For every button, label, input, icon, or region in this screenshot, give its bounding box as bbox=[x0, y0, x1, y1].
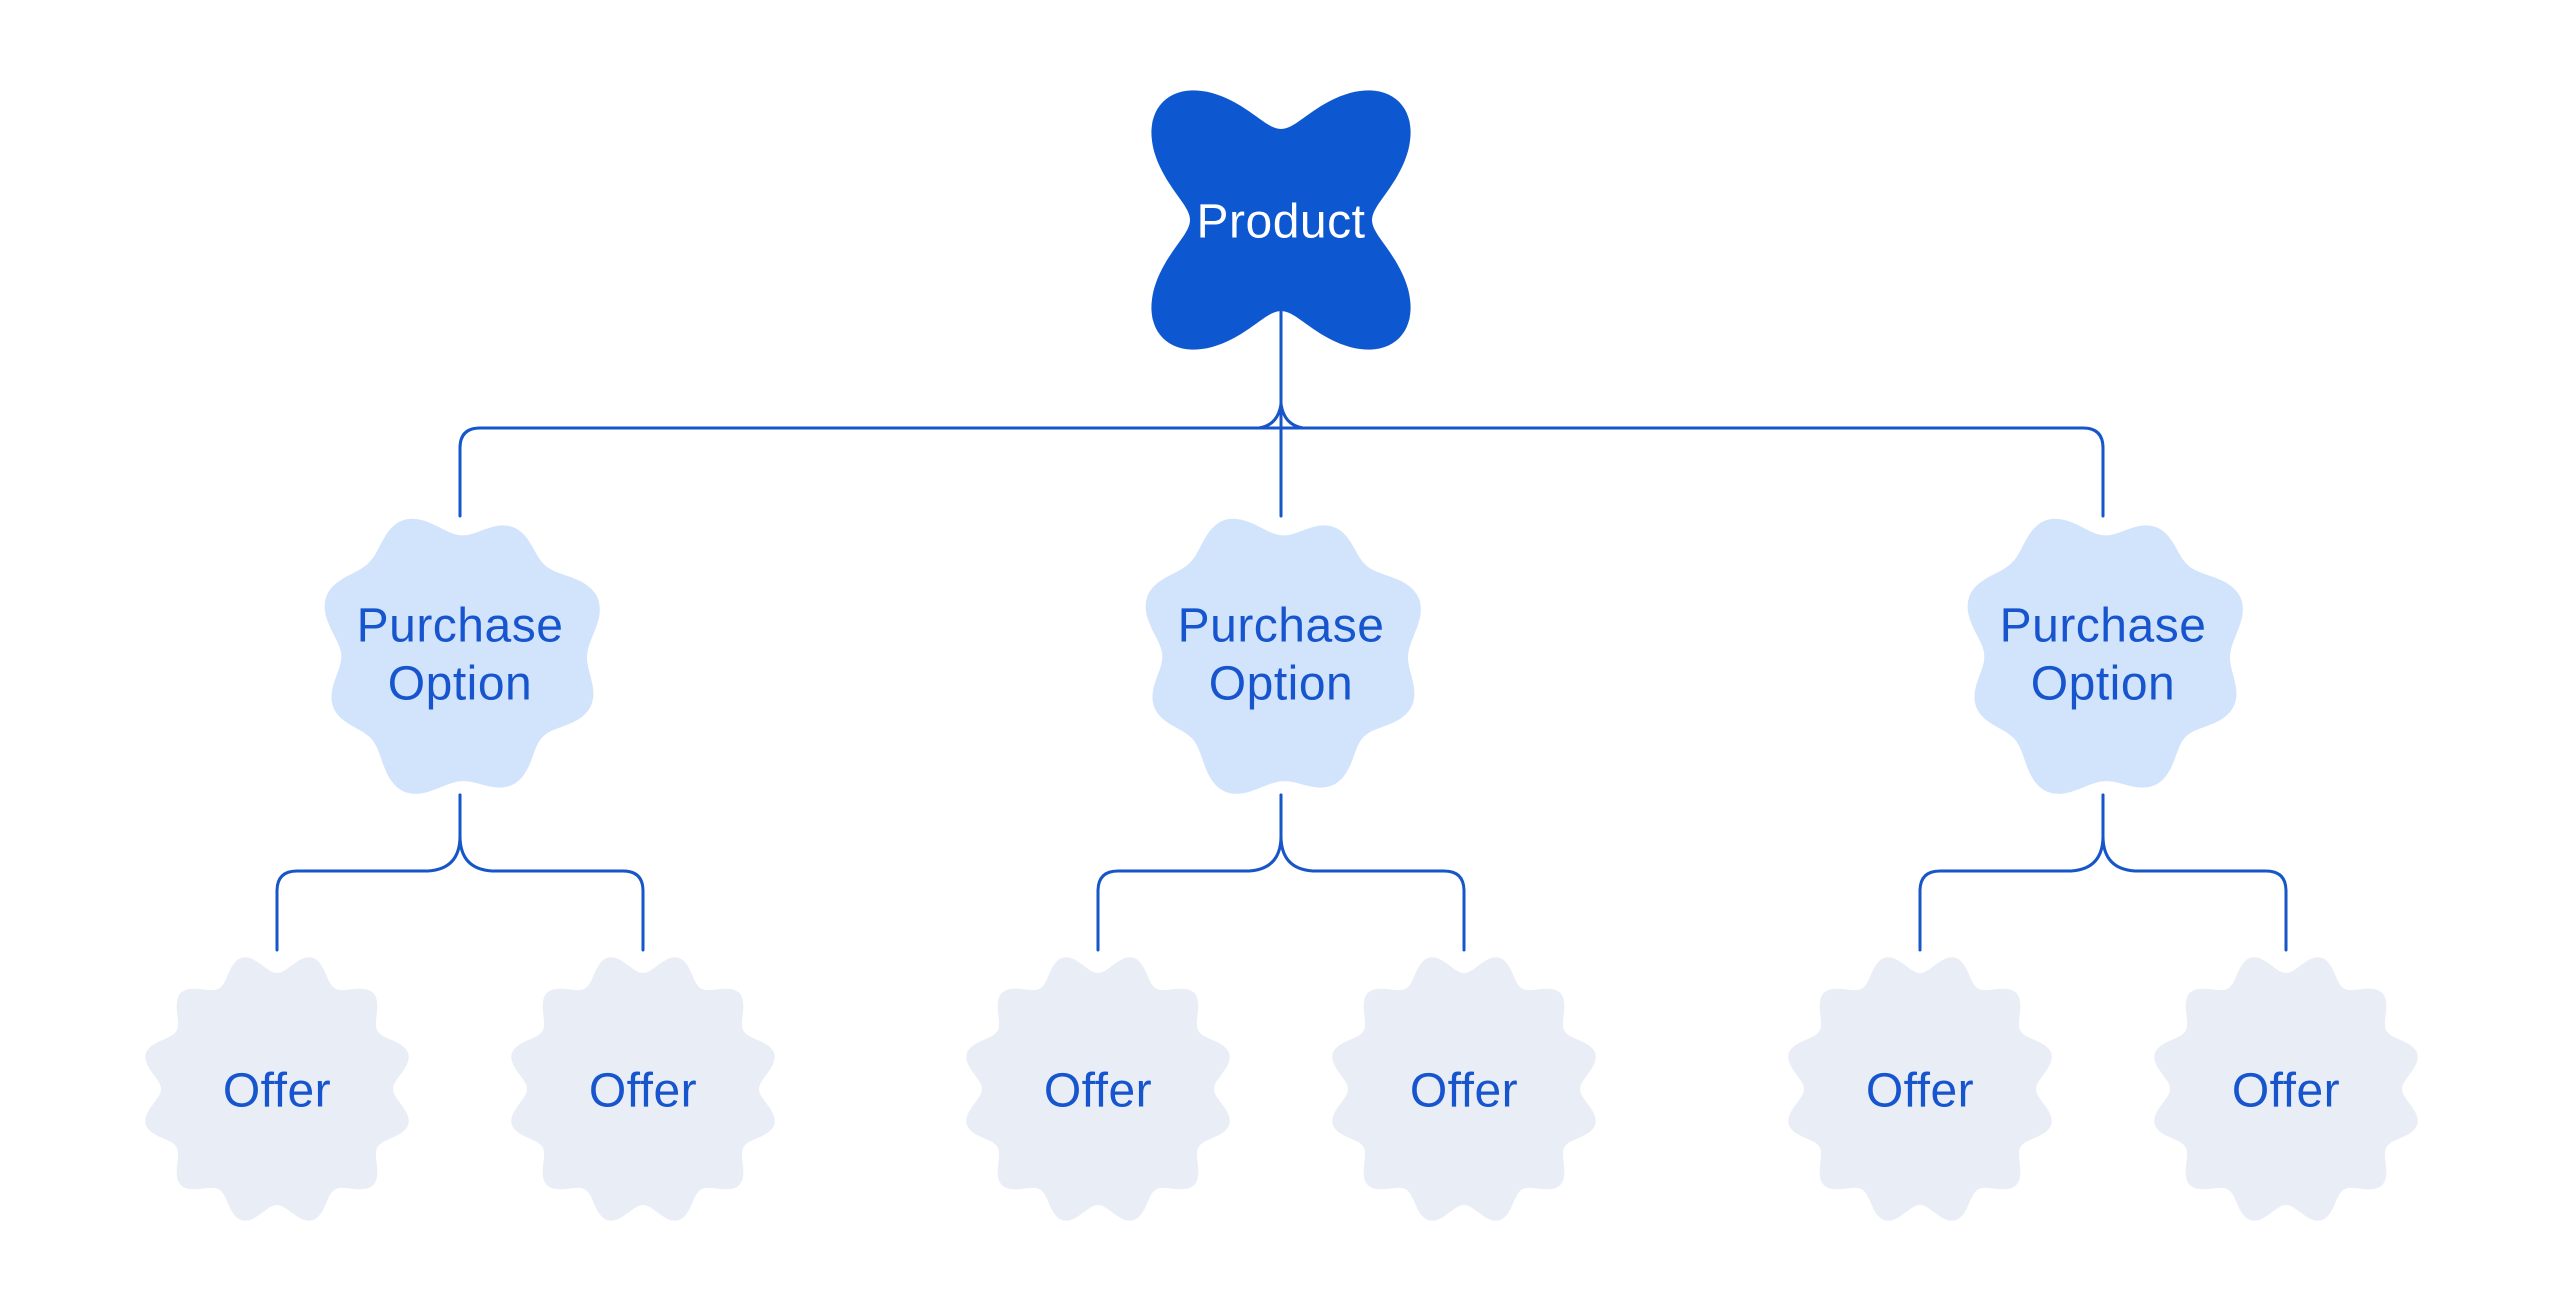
offer-node-1: Offer bbox=[145, 957, 409, 1221]
purchase-option-1-blob bbox=[324, 518, 600, 794]
purchase-option-2-label-line2: Option bbox=[1209, 658, 1353, 711]
offer-4-blob bbox=[1332, 957, 1596, 1221]
connector-option3-to-offer6 bbox=[2101, 793, 2288, 952]
product-label: Product bbox=[1197, 196, 1366, 249]
offer-node-6: Offer bbox=[2154, 957, 2418, 1221]
connector-option3-to-offer5 bbox=[1918, 793, 2105, 952]
purchase-option-node-3: Purchase Option bbox=[1967, 518, 2243, 794]
offer-6-blob bbox=[2154, 957, 2418, 1221]
connector-option2-to-offer3 bbox=[1096, 793, 1283, 952]
offer-node-3: Offer bbox=[966, 957, 1230, 1221]
connector-option1-to-offer2 bbox=[458, 793, 645, 952]
purchase-option-1-label-line1: Purchase bbox=[357, 600, 564, 653]
connectors bbox=[275, 298, 2288, 952]
purchase-option-3-label-line2: Option bbox=[2031, 658, 2175, 711]
offer-6-label: Offer bbox=[2232, 1065, 2340, 1118]
connector-root-to-options bbox=[458, 426, 2105, 518]
purchase-option-node-1: Purchase Option bbox=[324, 518, 600, 794]
product-blob bbox=[1151, 90, 1411, 350]
connector-root-fillet-right bbox=[1279, 402, 1305, 430]
connector-option2-to-offer4 bbox=[1279, 793, 1466, 952]
purchase-option-3-label-line1: Purchase bbox=[2000, 600, 2207, 653]
offer-5-label: Offer bbox=[1866, 1065, 1974, 1118]
offer-node-4: Offer bbox=[1332, 957, 1596, 1221]
offer-node-5: Offer bbox=[1788, 957, 2052, 1221]
purchase-option-node-2: Purchase Option bbox=[1145, 518, 1421, 794]
offer-4-label: Offer bbox=[1410, 1065, 1518, 1118]
product-node: Product bbox=[1151, 90, 1411, 350]
connector-root-fillet-left bbox=[1257, 402, 1283, 430]
offer-2-label: Offer bbox=[589, 1065, 697, 1118]
offer-1-blob bbox=[145, 957, 409, 1221]
nodes: Product Purchase Option Purchase Option … bbox=[145, 90, 2418, 1221]
offer-3-label: Offer bbox=[1044, 1065, 1152, 1118]
purchase-option-3-blob bbox=[1967, 518, 2243, 794]
purchase-option-1-label-line2: Option bbox=[388, 658, 532, 711]
offer-2-blob bbox=[511, 957, 775, 1221]
offer-3-blob bbox=[966, 957, 1230, 1221]
offer-1-label: Offer bbox=[223, 1065, 331, 1118]
purchase-option-2-blob bbox=[1145, 518, 1421, 794]
offer-5-blob bbox=[1788, 957, 2052, 1221]
connector-option1-to-offer1 bbox=[275, 793, 462, 952]
offer-node-2: Offer bbox=[511, 957, 775, 1221]
purchase-option-2-label-line1: Purchase bbox=[1178, 600, 1385, 653]
